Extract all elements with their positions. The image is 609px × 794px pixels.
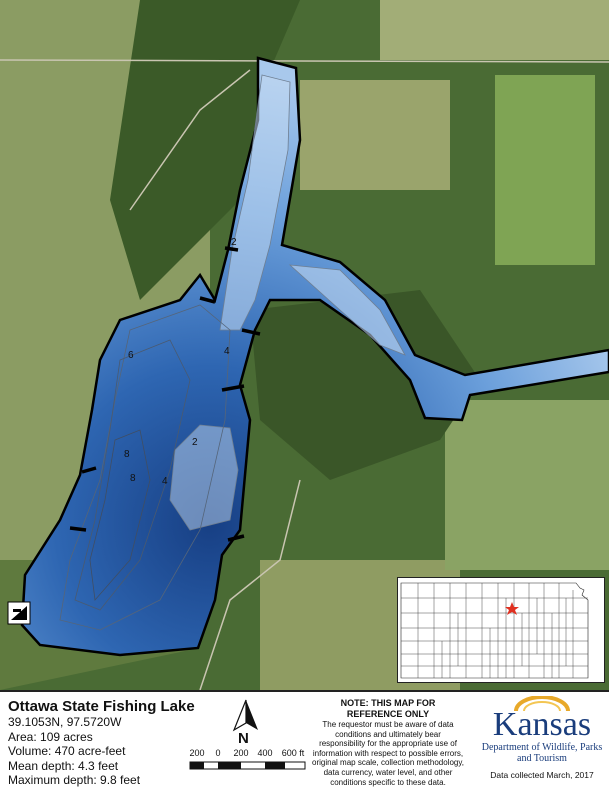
forest-north [110,0,300,300]
north-label: N [238,730,249,747]
kdwp-logo-block: Kansas Department of Wildlife, Parks and… [476,696,608,792]
star-icon [505,602,519,615]
county-grid [401,583,588,678]
forest-east [250,290,480,480]
depth-label-2-south: 2 [192,437,198,448]
lake-max-depth: Maximum depth: 9.8 feet [8,773,141,787]
depth-label-8-upper: 8 [124,449,130,460]
field-center-north [300,80,450,190]
road-west [129,69,251,211]
lake-info-block: Ottawa State Fishing Lake 39.1053N, 97.5… [8,698,223,788]
note-body: The requestor must be aware of data cond… [312,720,464,787]
field-east [495,75,595,265]
note-title: NOTE: THIS MAP FOR REFERENCE ONLY [340,698,436,719]
depth-label-4-east: 4 [224,346,230,357]
lake-volume: Volume: 470 acre-feet [8,744,126,758]
scale-tick-0: 200 [189,748,205,758]
scale-tick-3: 400 [257,748,273,758]
field-southeast [445,400,609,570]
road-north [0,59,609,63]
kansas-location-inset [397,577,605,683]
boat-ramp-icon [7,601,31,625]
field-northeast [380,0,609,60]
data-collected-date: Data collected March, 2017 [490,770,594,780]
north-arrow-icon [232,699,258,732]
lake-area: Area: 109 acres [8,729,93,744]
legend-panel: Ottawa State Fishing Lake 39.1053N, 97.5… [0,690,609,794]
road-south [199,479,301,690]
disclaimer-note: NOTE: THIS MAP FOR REFERENCE ONLY The re… [312,698,464,787]
lake-water [20,56,609,657]
depth-contour-2 [219,74,291,331]
lake-coordinates: 39.1053N, 97.5720W [8,715,122,729]
depth-contour-2-south [169,424,239,531]
agency-department: Department of Wildlife, Parks and Touris… [481,742,603,764]
depth-label-8-lower: 8 [130,473,136,484]
depth-label-2-north: 2 [231,237,237,248]
scale-bar: 200 0 200 400 600 ft [185,748,310,788]
scale-bar-graphic [189,761,306,770]
lake-mean-depth: Mean depth: 4.3 feet [8,758,119,773]
depth-label-4-south: 4 [162,476,168,487]
depth-contour-8 [89,429,151,601]
dock-marks [69,246,261,542]
depth-contour-4 [59,304,231,631]
kansas-wordmark: Kansas [492,706,592,743]
sunburst-arc-icon [514,696,570,712]
depth-label-6: 6 [128,350,134,361]
kansas-county-map [400,582,589,679]
lake-title: Ottawa State Fishing Lake [8,698,195,715]
scale-tick-1: 0 [215,748,221,758]
scale-tick-4: 600 ft [281,748,305,758]
scale-tick-2: 200 [233,748,249,758]
aerial-map: 2 4 6 2 8 8 4 [0,0,609,690]
depth-contour-6 [74,339,191,611]
depth-contour-east-arm [288,264,406,356]
